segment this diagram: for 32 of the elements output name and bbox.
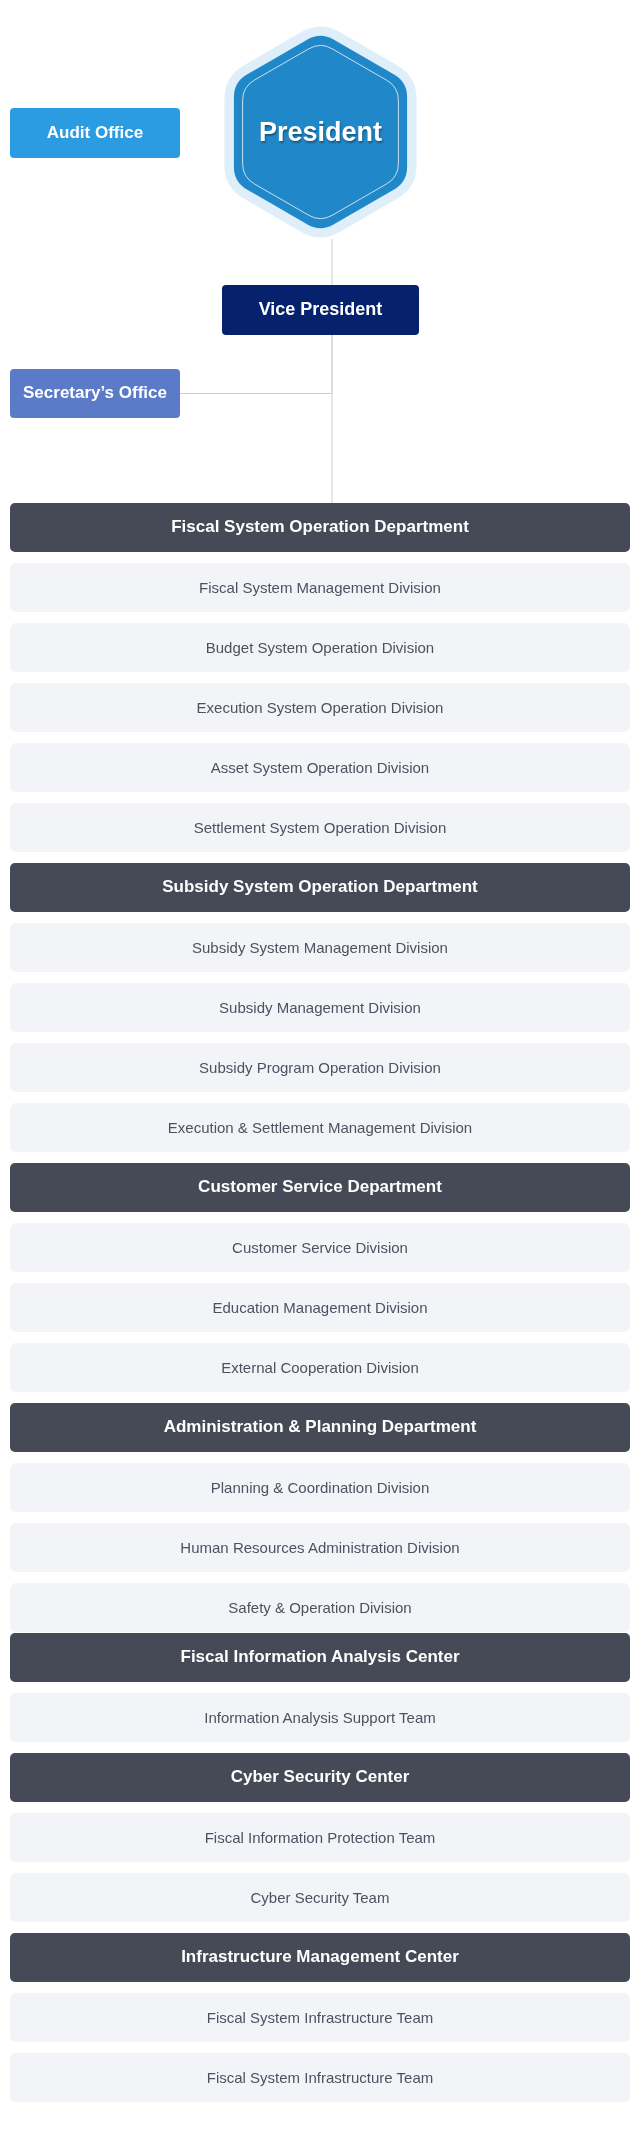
- division-row: Fiscal System Management Division: [10, 563, 630, 612]
- division-row: Fiscal Information Protection Team: [10, 1813, 630, 1862]
- division-row: Subsidy Program Operation Division: [10, 1043, 630, 1092]
- division-row: External Cooperation Division: [10, 1343, 630, 1392]
- division-row: Fiscal System Infrastructure Team: [10, 1993, 630, 2042]
- department-header: Fiscal Information Analysis Center: [10, 1633, 630, 1682]
- connector-line: [331, 334, 333, 504]
- division-row: Asset System Operation Division: [10, 743, 630, 792]
- department-header: Administration & Planning Department: [10, 1403, 630, 1452]
- office-box: Audit Office: [10, 108, 180, 158]
- division-row: Execution System Operation Division: [10, 683, 630, 732]
- department-header: Customer Service Department: [10, 1163, 630, 1212]
- division-row: Cyber Security Team: [10, 1873, 630, 1922]
- division-row: Execution & Settlement Management Division: [10, 1103, 630, 1152]
- division-row: Fiscal System Infrastructure Team: [10, 2053, 630, 2102]
- hexagon-node: President: [224, 25, 417, 239]
- office-box: Secretary’s Office: [10, 369, 180, 418]
- division-row: Settlement System Operation Division: [10, 803, 630, 852]
- division-row: Customer Service Division: [10, 1223, 630, 1272]
- office-box: Vice President: [222, 285, 419, 335]
- division-row: Human Resources Administration Division: [10, 1523, 630, 1572]
- department-header: Fiscal System Operation Department: [10, 503, 630, 552]
- department-header: Infrastructure Management Center: [10, 1933, 630, 1982]
- division-row: Subsidy Management Division: [10, 983, 630, 1032]
- division-row: Budget System Operation Division: [10, 623, 630, 672]
- department-header: Cyber Security Center: [10, 1753, 630, 1802]
- division-row: Planning & Coordination Division: [10, 1463, 630, 1512]
- division-row: Information Analysis Support Team: [10, 1693, 630, 1742]
- department-header: Subsidy System Operation Department: [10, 863, 630, 912]
- division-row: Subsidy System Management Division: [10, 923, 630, 972]
- division-row: Education Management Division: [10, 1283, 630, 1332]
- division-row: Safety & Operation Division: [10, 1583, 630, 1632]
